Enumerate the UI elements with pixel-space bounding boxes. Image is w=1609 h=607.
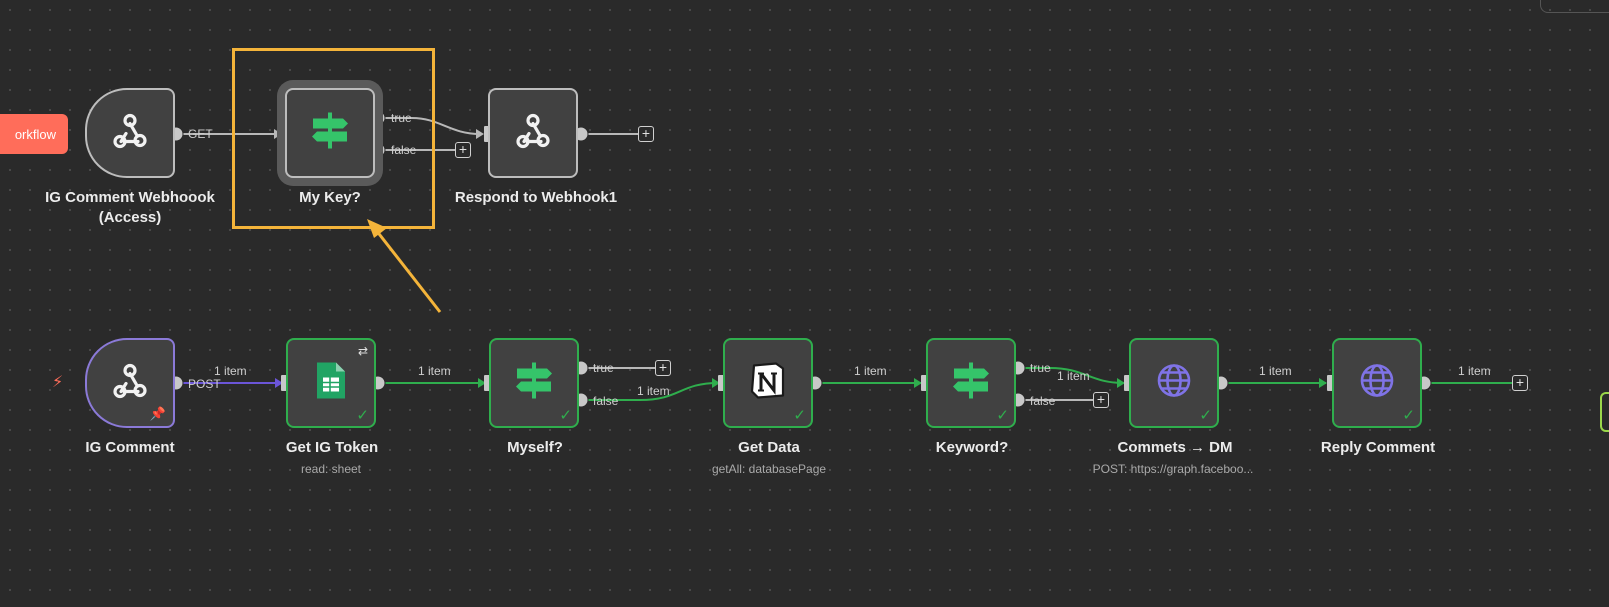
if-signpost-icon <box>513 360 555 407</box>
node-name: Get IG Token <box>285 439 379 456</box>
connection-keyword-true-to-dm <box>1018 367 1125 384</box>
trigger-bolt-icon: ⚡ <box>52 372 64 391</box>
webhook-icon <box>512 110 554 157</box>
node-ig-comment-webhook-access[interactable] <box>85 88 175 178</box>
node-my-key[interactable] <box>285 88 375 178</box>
node-respond-to-webhook1[interactable] <box>488 88 578 178</box>
right-panel-tab[interactable] <box>1600 392 1609 432</box>
success-check-icon: ✓ <box>1199 406 1212 424</box>
node-get-ig-token[interactable]: ⇄ ✓ <box>286 338 376 428</box>
add-node-button[interactable]: + <box>1093 392 1109 408</box>
node-label: IG Comment Webhoook (Access) <box>30 188 230 228</box>
node-name: Myself? <box>507 439 563 456</box>
webhook-icon <box>109 360 151 407</box>
success-check-icon: ✓ <box>1402 406 1415 424</box>
arrowhead <box>274 129 282 139</box>
webhook-icon <box>109 110 151 157</box>
arrowhead <box>1319 378 1327 388</box>
method-label-get: GET <box>188 127 213 141</box>
node-commets-dm[interactable]: ✓ <box>1129 338 1219 428</box>
node-reply-comment[interactable]: ✓ <box>1332 338 1422 428</box>
arrowhead <box>476 129 484 139</box>
if-signpost-icon <box>950 360 992 407</box>
arrowhead <box>712 378 720 388</box>
add-node-button[interactable]: + <box>1512 375 1528 391</box>
node-myself[interactable]: ✓ <box>489 338 579 428</box>
node-name: Reply Comment <box>1320 439 1436 456</box>
google-sheets-icon <box>315 361 347 406</box>
success-check-icon: ✓ <box>356 406 369 424</box>
connection-myself-false-to-getdata <box>581 382 719 401</box>
globe-icon <box>1155 362 1193 405</box>
globe-icon <box>1358 362 1396 405</box>
node-name-line2: (Access) <box>98 209 162 226</box>
branch-label-false: false <box>593 394 619 408</box>
node-name: Respond to Webhook1 <box>454 189 618 206</box>
branch-label-true: true <box>593 361 614 375</box>
node-subtitle: getAll: databasePage <box>711 462 827 476</box>
node-name: My Key? <box>299 189 361 206</box>
if-signpost-icon <box>309 110 351 157</box>
annotation-arrow-line <box>374 229 442 313</box>
node-subtitle: POST: https://graph.faceboo... <box>1092 462 1254 476</box>
retry-icon: ⇄ <box>357 344 368 358</box>
method-label-post: POST <box>188 377 221 391</box>
item-count-label: 1 item <box>1259 364 1292 378</box>
item-count-label: 1 item <box>418 364 451 378</box>
node-name: Commets → DM <box>1117 439 1233 456</box>
arrowhead <box>914 378 922 388</box>
annotation-highlight-box <box>232 48 435 229</box>
item-count-label: 1 item <box>1057 369 1090 383</box>
arrowhead <box>1117 378 1125 388</box>
node-subtitle: read: sheet <box>300 462 362 476</box>
branch-label-true: true <box>1030 361 1051 375</box>
item-count-label: 1 item <box>1458 364 1491 378</box>
arrowhead <box>478 378 486 388</box>
branch-label-false: false <box>391 143 417 157</box>
item-count-label: 1 item <box>854 364 887 378</box>
pin-icon: 📌 <box>149 407 166 422</box>
branch-label-false: false <box>1030 394 1056 408</box>
node-get-data[interactable]: ✓ <box>723 338 813 428</box>
node-name: Keyword? <box>935 439 1009 456</box>
canvas-corner-decoration <box>1540 0 1609 13</box>
node-name: IG Comment Webhoook <box>45 189 215 206</box>
item-count-label: 1 item <box>637 384 670 398</box>
node-ig-comment[interactable]: 📌 <box>85 338 175 428</box>
add-node-button[interactable]: + <box>638 126 654 142</box>
connection-mykey-true-to-respond <box>384 117 481 135</box>
success-check-icon: ✓ <box>996 406 1009 424</box>
node-name: Get Data <box>738 439 800 456</box>
notion-icon <box>749 362 787 405</box>
success-check-icon: ✓ <box>793 406 806 424</box>
branch-label-true: true <box>391 111 412 125</box>
item-count-label: 1 item <box>214 364 247 378</box>
add-node-button[interactable]: + <box>655 360 671 376</box>
add-node-button[interactable]: + <box>455 142 471 158</box>
node-keyword[interactable]: ✓ <box>926 338 1016 428</box>
execute-workflow-button[interactable]: orkflow <box>0 114 68 154</box>
arrowhead <box>275 378 283 388</box>
success-check-icon: ✓ <box>559 406 572 424</box>
node-name: IG Comment <box>85 439 175 456</box>
